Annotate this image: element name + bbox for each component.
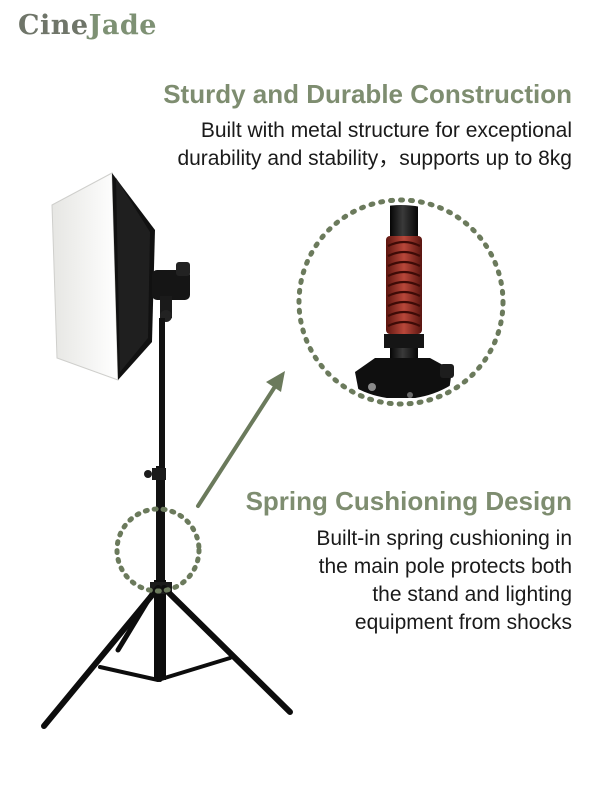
feature1-description: Built with metal structure for exception… (177, 117, 572, 173)
stand-tripod-legs (41, 585, 293, 729)
feature1-line: Built with metal structure for exception… (200, 119, 572, 142)
feature2-line: the main pole protects both (318, 555, 572, 578)
light-head (152, 262, 190, 322)
brand-logo-part1: Cine (18, 10, 89, 41)
spring-coil (387, 240, 421, 327)
feature2-line: the stand and lighting (372, 583, 572, 606)
spring-detail-zoom (296, 197, 506, 407)
feature2-line: equipment from shocks (354, 611, 572, 634)
feature2-title: Spring Cushioning Design (245, 486, 572, 516)
softbox (51, 172, 155, 381)
feature2-line: Built-in spring cushioning in (316, 527, 572, 550)
arrow-icon (196, 371, 285, 508)
brand-logo: CineJade (18, 10, 157, 41)
feature1-title: Sturdy and Durable Construction (163, 79, 572, 109)
feature2-description: Built-in spring cushioning in the main p… (316, 525, 572, 637)
brand-logo-part2: Jade (88, 10, 157, 41)
feature1-line: durability and stability，supports up to … (177, 147, 572, 170)
highlight-circle-small (114, 506, 202, 594)
highlight-circle-large (296, 197, 506, 407)
